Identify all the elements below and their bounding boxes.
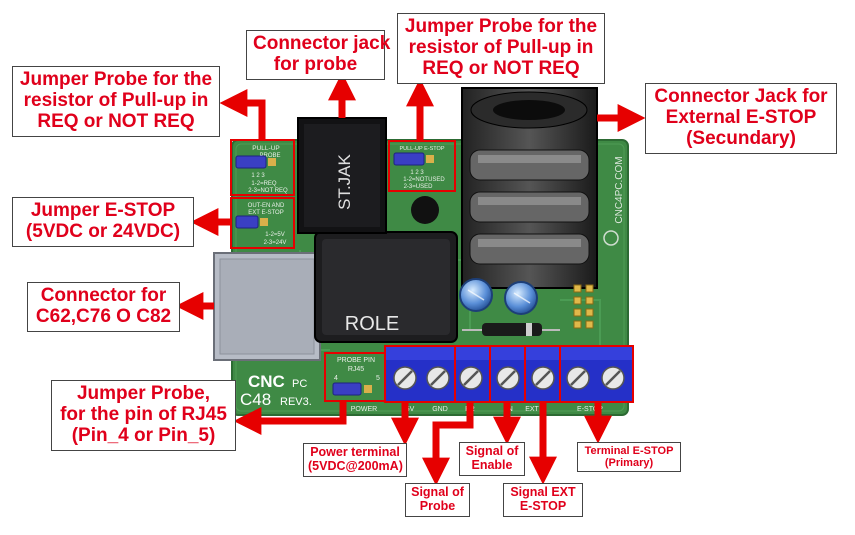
board-brand: CNC <box>248 372 285 391</box>
svg-text:1 2 3: 1 2 3 <box>410 170 424 176</box>
svg-text:2-3=USED: 2-3=USED <box>404 184 434 190</box>
callout-jumper-pullup-left: Jumper Probe for the resistor of Pull-up… <box>12 66 220 137</box>
svg-text:E-STOP: E-STOP <box>577 406 603 413</box>
diode <box>482 323 542 336</box>
callout-connector-jack-probe: Connector jack for probe <box>246 30 390 80</box>
side-mark: CNC4PC.COM <box>614 156 625 223</box>
arrow-pullup-left <box>219 89 266 139</box>
callout-terminal-estop: Terminal E-STOP (Primary) <box>577 442 681 473</box>
svg-text:1-2=5V: 1-2=5V <box>265 232 285 238</box>
callout-jumper-pullup-right: Jumper Probe for the resistor of Pull-up… <box>397 13 605 84</box>
board-brand-suffix: PC <box>292 378 307 390</box>
callout-signal-ext-estop: Signal EXT E-STOP <box>503 483 583 517</box>
callout-power-terminal: Power terminal (5VDC@200mA) <box>303 443 407 477</box>
svg-text:1-2=NOTUSED: 1-2=NOTUSED <box>403 177 445 183</box>
svg-text:POWER: POWER <box>351 406 377 413</box>
header-pins <box>573 284 594 329</box>
terminal-blocks <box>384 345 634 403</box>
svg-text:2-3=NOT REQ: 2-3=NOT REQ <box>248 188 288 194</box>
svg-text:2-3=24V: 2-3=24V <box>264 240 287 246</box>
jack-label: ST.JAK <box>335 153 354 209</box>
svg-text:EXT: EXT <box>525 406 539 413</box>
svg-text:RJ45: RJ45 <box>348 366 364 373</box>
svg-text:5V: 5V <box>406 406 415 413</box>
svg-text:OUT-EN AND: OUT-EN AND <box>248 203 285 209</box>
board-revision: REV3. <box>280 396 312 408</box>
callout-jumper-estop: Jumper E-STOP (5VDC or 24VDC) <box>12 197 194 247</box>
callout-arrows <box>175 72 646 486</box>
svg-text:PULL-UP E-STOP: PULL-UP E-STOP <box>399 146 444 152</box>
svg-text:PROBE: PROBE <box>259 153 280 159</box>
arrow-probe-rj45 <box>233 401 347 435</box>
svg-text:1 2 3: 1 2 3 <box>251 173 265 179</box>
jumper-estop: OUT-EN AND EXT E-STOP 1-2=5V 2-3=24V <box>230 197 295 249</box>
external-estop-jack <box>461 87 598 289</box>
svg-text:EXT E-STOP: EXT E-STOP <box>248 210 283 216</box>
capacitors <box>459 278 538 315</box>
callout-jumper-probe-rj45: Jumper Probe, for the pin of RJ45 (Pin_4… <box>51 380 236 451</box>
board-model: C48 <box>240 390 271 409</box>
callout-signal-enable: Signal of Enable <box>459 442 525 476</box>
svg-text:GND: GND <box>432 406 448 413</box>
svg-text:5: 5 <box>376 375 380 382</box>
jumper-pullup-left: PULL-UP PROBE 1 2 3 1-2=REQ 2-3=NOT REQ <box>230 139 295 196</box>
svg-text:1-2=REQ: 1-2=REQ <box>251 181 277 187</box>
callout-signal-probe: Signal of Probe <box>405 483 470 517</box>
arrow-signal-probe <box>422 402 474 486</box>
svg-text:PROBE PIN: PROBE PIN <box>337 357 375 364</box>
svg-text:PULL-UP: PULL-UP <box>252 145 279 152</box>
relay-label: ROLE <box>345 313 399 335</box>
callout-connector-c62: Connector for C62,C76 O C82 <box>27 282 180 332</box>
callout-connector-jack-external: Connector Jack for External E-STOP (Secu… <box>645 83 837 154</box>
svg-text:4: 4 <box>334 375 338 382</box>
